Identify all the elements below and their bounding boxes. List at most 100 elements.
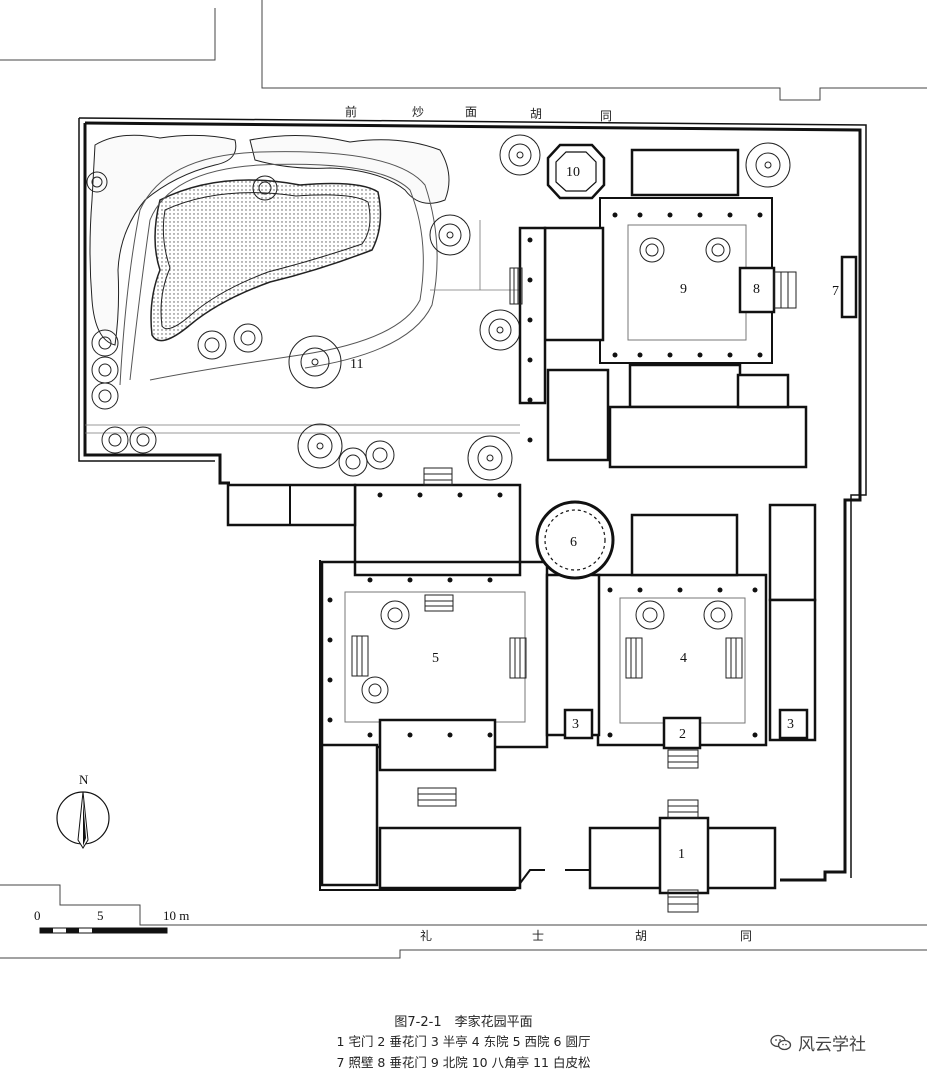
pine-tree xyxy=(288,335,342,389)
label-east-courtyard: 4 xyxy=(680,651,687,666)
west-wing-north xyxy=(543,226,605,342)
west-main-hall xyxy=(353,483,522,577)
neighbor-outlines xyxy=(0,0,927,959)
svg-text:士: 士 xyxy=(532,929,544,943)
pine-tree xyxy=(91,329,119,357)
half-pavilion-east xyxy=(778,708,809,740)
watermark: 风云学社 xyxy=(770,1030,866,1055)
pine-tree xyxy=(129,426,157,454)
svg-text:胡: 胡 xyxy=(530,107,542,121)
lake xyxy=(150,179,382,342)
pine-tree xyxy=(101,426,129,454)
west-court-south-hall xyxy=(378,718,497,772)
label-half-pavilion-east: 3 xyxy=(787,717,794,732)
pine-tree xyxy=(365,440,395,470)
north-arrow-compass: N xyxy=(56,772,110,849)
steps xyxy=(351,267,797,913)
stair xyxy=(725,637,743,679)
svg-text:5: 5 xyxy=(97,908,104,923)
stair xyxy=(509,267,523,305)
plan-numbers: 1 2 3 3 4 5 6 7 8 9 10 11 xyxy=(350,165,839,862)
legend-line-1: 1 宅门 2 垂花门 3 半亭 4 东院 5 西院 6 圆厅 xyxy=(336,1034,591,1049)
svg-text:10 m: 10 m xyxy=(163,908,189,923)
pine-tree xyxy=(499,134,541,176)
svg-text:胡: 胡 xyxy=(635,929,647,943)
east-wing xyxy=(768,503,817,602)
svg-text:N: N xyxy=(79,772,89,787)
svg-text:同: 同 xyxy=(740,929,752,943)
pine-tree xyxy=(91,382,119,410)
central-east-hall xyxy=(546,368,610,462)
pine-tree xyxy=(467,435,513,481)
pine-tree xyxy=(86,171,108,193)
label-main-gate: 1 xyxy=(678,847,685,862)
svg-text:礼: 礼 xyxy=(420,928,432,943)
pine-tree xyxy=(233,323,263,353)
half-pavilion-west xyxy=(563,708,594,740)
figure-title: 图7-2-1 李家花园平面 xyxy=(394,1015,533,1030)
octagonal-pavilion xyxy=(546,143,606,200)
south-hall-west xyxy=(378,826,522,890)
stair xyxy=(509,637,527,679)
pine-tree xyxy=(361,676,389,704)
stair xyxy=(423,467,453,486)
svg-text:0: 0 xyxy=(34,908,41,923)
stair xyxy=(773,271,797,309)
north-street-label: 前 炒 面 胡 同 xyxy=(345,104,612,123)
pine-tree xyxy=(479,309,521,351)
long-corridor-hall xyxy=(608,405,808,469)
central-corridor xyxy=(545,573,601,737)
garden-path xyxy=(129,163,424,381)
buildings xyxy=(226,143,858,895)
stair xyxy=(424,594,454,612)
pine-tree xyxy=(380,600,410,630)
label-octagonal-pavilion: 10 xyxy=(566,165,580,180)
stair xyxy=(625,637,643,679)
pine-tree xyxy=(197,330,227,360)
garden-corridor xyxy=(226,483,357,527)
label-white-bark-pine: 11 xyxy=(350,357,363,372)
pine-tree xyxy=(705,237,731,263)
site-plan-drawing: 前 炒 面 胡 同 礼 士 胡 同 1 2 3 3 4 5 6 7 8 9 10… xyxy=(0,0,927,959)
pine-tree xyxy=(639,237,665,263)
label-west-courtyard: 5 xyxy=(432,651,439,666)
compound-wall xyxy=(78,117,867,891)
pine-tree xyxy=(429,214,471,256)
label-hanging-flower-gate-8: 8 xyxy=(753,282,760,297)
pine-tree xyxy=(91,356,119,384)
rockery xyxy=(89,134,237,346)
pine-tree xyxy=(252,175,278,201)
wechat-icon xyxy=(770,1034,792,1050)
hanging-flower-gate-2 xyxy=(662,716,702,750)
svg-text:面: 面 xyxy=(465,105,477,119)
pine-tree xyxy=(297,423,343,469)
stair xyxy=(667,889,699,913)
north-court-south-hall xyxy=(628,363,742,409)
columns xyxy=(327,212,763,738)
svg-text:炒: 炒 xyxy=(412,105,424,119)
label-screen-wall: 7 xyxy=(832,284,839,299)
watermark-text: 风云学社 xyxy=(798,1035,866,1055)
south-street-label: 礼 士 胡 同 xyxy=(420,928,752,943)
garden-area xyxy=(85,134,520,434)
stair xyxy=(417,787,457,807)
svg-text:前: 前 xyxy=(345,104,357,119)
label-north-courtyard: 9 xyxy=(680,282,687,297)
stair xyxy=(667,799,699,819)
svg-text:同: 同 xyxy=(600,109,612,123)
pine-tree xyxy=(703,600,733,630)
east-court-north-hall xyxy=(630,513,739,577)
north-hall xyxy=(630,148,740,197)
stair xyxy=(351,635,369,677)
round-hall xyxy=(535,500,615,580)
stair xyxy=(667,749,699,769)
pine-tree xyxy=(635,600,665,630)
label-round-hall: 6 xyxy=(570,535,577,550)
scale-bar: 0 5 10 m xyxy=(34,908,189,934)
label-half-pavilion-west: 3 xyxy=(572,717,579,732)
legend-line-2: 7 照壁 8 垂花门 9 北院 10 八角亭 11 白皮松 xyxy=(336,1055,591,1070)
screen-wall xyxy=(840,255,858,319)
label-hanging-flower-gate-2: 2 xyxy=(679,727,686,742)
west-side-room xyxy=(320,743,379,887)
pine-tree xyxy=(338,447,368,477)
